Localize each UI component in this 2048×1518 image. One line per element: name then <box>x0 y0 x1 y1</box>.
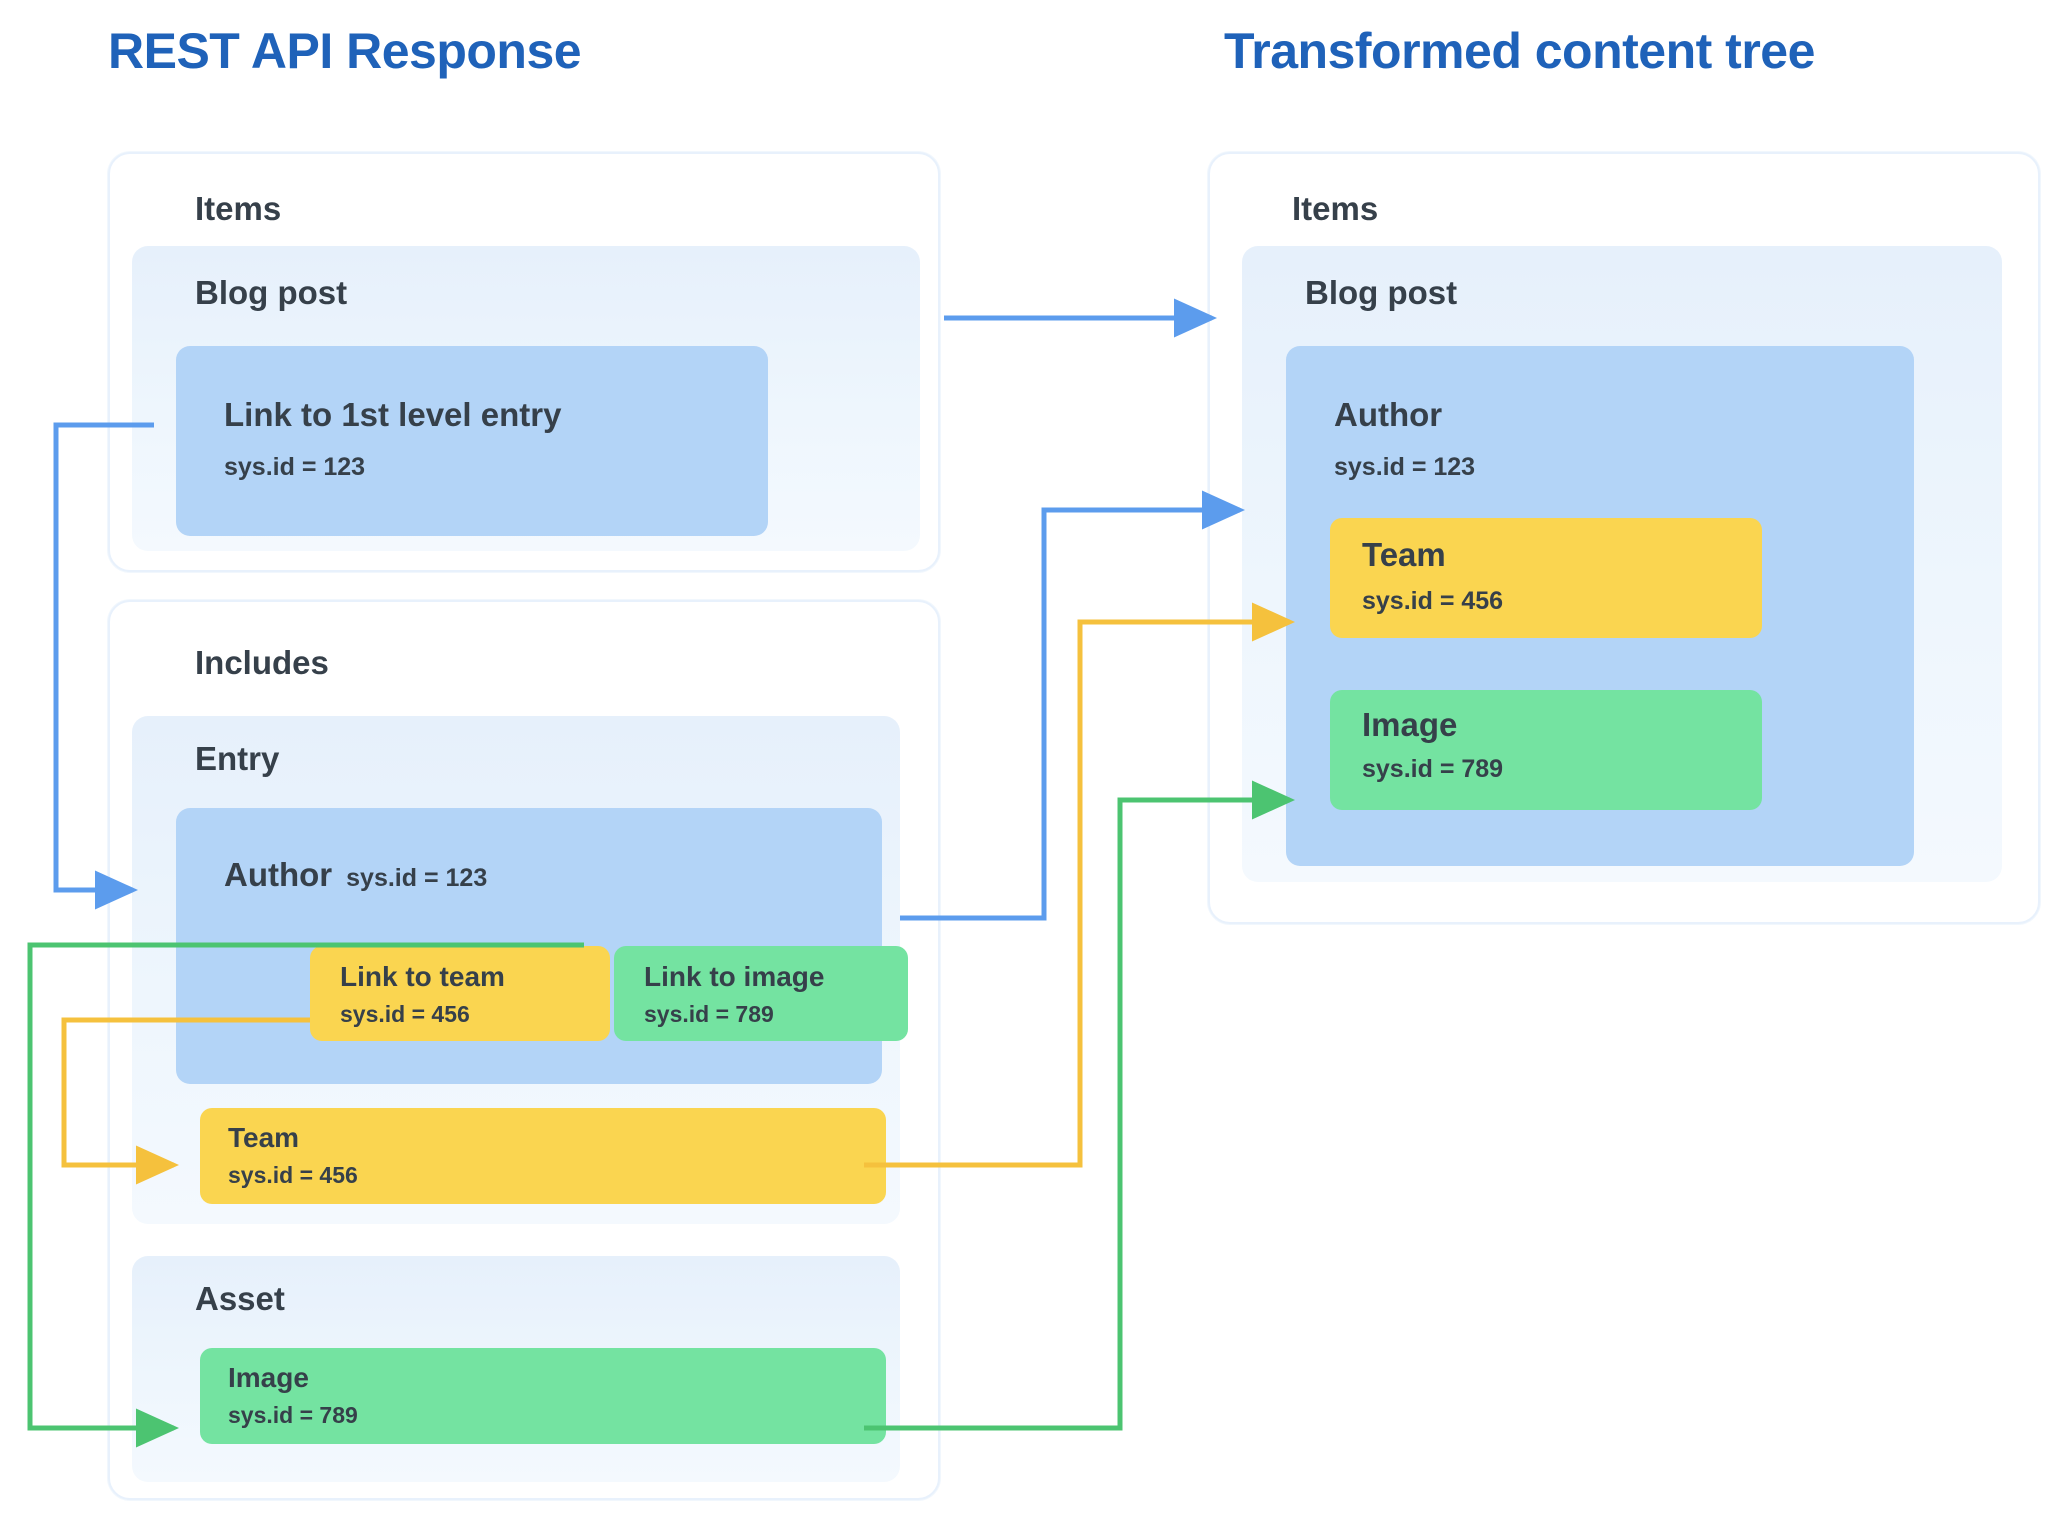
left-author-sysid: sys.id = 123 <box>346 864 488 892</box>
right-image-sysid: sys.id = 789 <box>1362 755 1504 783</box>
right-author-node: Author sys.id = 123 Team sys.id = 456 Im… <box>1286 346 1914 866</box>
left-team-title: Team <box>228 1122 300 1153</box>
page-title-rest-api-response: REST API Response <box>108 23 582 79</box>
left-link-1st-level-node: Link to 1st level entry sys.id = 123 <box>176 346 768 536</box>
left-link-1st-level-title: Link to 1st level entry <box>224 396 562 433</box>
connector-author-to-author <box>900 490 1246 921</box>
right-blog-post-label: Blog post <box>1305 274 1458 311</box>
left-blog-post-label: Blog post <box>195 274 348 311</box>
left-author-title: Author <box>224 856 333 893</box>
left-link-to-team-node: Link to team sys.id = 456 <box>310 946 610 1041</box>
left-asset-label: Asset <box>195 1280 285 1317</box>
left-team-node: Team sys.id = 456 <box>200 1108 886 1204</box>
left-includes-label: Includes <box>195 644 329 681</box>
right-team-sysid: sys.id = 456 <box>1362 587 1504 615</box>
right-image-title: Image <box>1362 706 1458 743</box>
left-author-node: Author sys.id = 123 Link to team sys.id … <box>176 808 908 1084</box>
right-items-card: Items Blog post Author sys.id = 123 Team… <box>1208 152 2040 924</box>
left-items-label: Items <box>195 190 282 227</box>
left-blog-post-band: Blog post Link to 1st level entry sys.id… <box>132 246 920 551</box>
right-blog-post-band: Blog post Author sys.id = 123 Team sys.i… <box>1242 246 2002 882</box>
left-image-sysid: sys.id = 789 <box>228 1402 358 1428</box>
left-items-card: Items Blog post Link to 1st level entry … <box>108 152 940 572</box>
left-image-title: Image <box>228 1362 309 1393</box>
page-title-transformed-content-tree: Transformed content tree <box>1224 23 1815 79</box>
left-image-node: Image sys.id = 789 <box>200 1348 886 1444</box>
right-author-sysid: sys.id = 123 <box>1334 453 1476 481</box>
left-link-to-image-node: Link to image sys.id = 789 <box>614 946 908 1041</box>
left-asset-band: Asset Image sys.id = 789 <box>132 1256 900 1482</box>
right-image-node: Image sys.id = 789 <box>1330 690 1762 810</box>
left-link-to-team-sysid: sys.id = 456 <box>340 1001 470 1027</box>
left-team-sysid: sys.id = 456 <box>228 1162 358 1188</box>
left-link-to-team-title: Link to team <box>340 961 505 992</box>
left-link-1st-level-sysid: sys.id = 123 <box>224 453 366 481</box>
right-team-title: Team <box>1362 536 1446 573</box>
left-entry-band: Entry Author sys.id = 123 Link to team s… <box>132 716 908 1224</box>
left-entry-label: Entry <box>195 740 280 777</box>
left-link-to-image-sysid: sys.id = 789 <box>644 1001 774 1027</box>
left-author-heading-row: Author sys.id = 123 <box>224 856 488 893</box>
left-includes-card: Includes Entry Author sys.id = 123 Link … <box>108 600 940 1500</box>
right-author-title: Author <box>1334 396 1443 433</box>
right-items-label: Items <box>1292 190 1379 227</box>
left-link-to-image-title: Link to image <box>644 961 825 992</box>
right-team-node: Team sys.id = 456 <box>1330 518 1762 638</box>
